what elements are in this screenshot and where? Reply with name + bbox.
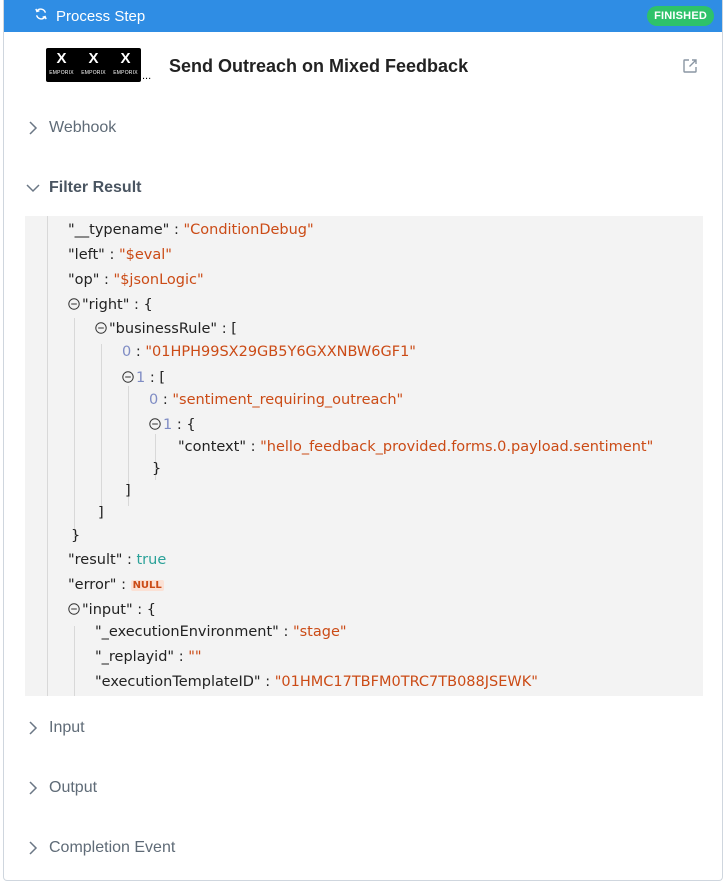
collapse-icon[interactable] — [68, 298, 80, 310]
step-title: Send Outreach on Mixed Feedback — [169, 56, 469, 76]
json-node-business-rule[interactable]: "businessRule" : [ — [95, 319, 237, 339]
external-link-icon[interactable] — [681, 57, 699, 75]
collapse-icon[interactable] — [122, 371, 134, 383]
section-webhook[interactable]: Webhook — [4, 108, 722, 148]
section-filter-result[interactable]: Filter Result — [4, 168, 722, 208]
chevron-right-icon — [29, 121, 38, 135]
collapse-icon[interactable] — [95, 322, 107, 334]
top-bar-title: Process Step — [56, 7, 146, 25]
section-label: Webhook — [49, 119, 117, 136]
section-input[interactable]: Input — [4, 708, 722, 748]
chevron-right-icon — [29, 781, 38, 795]
sync-icon — [35, 8, 47, 20]
status-badge: FINISHED — [647, 6, 714, 26]
top-bar: Process Step FINISHED — [4, 0, 722, 32]
chevron-down-icon — [26, 184, 40, 193]
section-completion-event[interactable]: Completion Event — [4, 828, 722, 868]
chevron-right-icon — [29, 841, 38, 855]
json-node-br-1-1[interactable]: 1 : { — [149, 415, 196, 435]
section-label: Output — [49, 779, 98, 796]
section-label: Input — [49, 719, 85, 736]
section-label: Completion Event — [49, 839, 176, 856]
chevron-right-icon — [29, 721, 38, 735]
section-output[interactable]: Output — [4, 768, 722, 808]
collapse-icon[interactable] — [68, 603, 80, 615]
json-node-right[interactable]: "right" : { — [68, 295, 153, 315]
collapse-icon[interactable] — [149, 418, 161, 430]
json-node-input[interactable]: "input" : { — [68, 600, 156, 620]
json-node-br-1[interactable]: 1 : [ — [122, 368, 165, 388]
section-label: Filter Result — [49, 179, 142, 196]
filter-result-json-viewer[interactable]: "__typename" : "ConditionDebug" "left" :… — [25, 216, 703, 696]
